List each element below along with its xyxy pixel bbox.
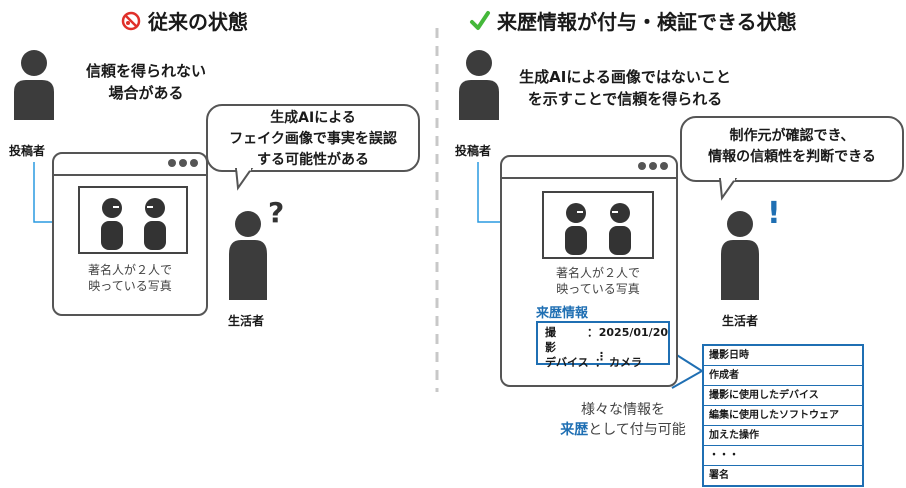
left-poster-figure bbox=[14, 50, 54, 120]
left-poster-message-line: 信頼を得られない bbox=[85, 62, 206, 80]
right-viewer-label: 生活者 bbox=[722, 314, 759, 328]
window-dots bbox=[165, 159, 198, 167]
bubble-line: 生成AIによる bbox=[270, 110, 356, 126]
bubble-line: 制作元が確認でき、 bbox=[729, 128, 855, 144]
provenance-more: ⋮ bbox=[596, 350, 607, 363]
left-viewer-label: 生活者 bbox=[228, 314, 265, 328]
list-item: 署名 bbox=[709, 470, 729, 481]
photo-frame bbox=[542, 191, 654, 259]
provenance-info-list: 撮影日時 作成者 撮影に使用したデバイス 編集に使用したソフトウェア 加えた操作… bbox=[702, 344, 864, 487]
photo-caption: 著名人が２人で 映っている写真 bbox=[524, 265, 672, 297]
right-bubble-tail bbox=[718, 178, 738, 201]
two-people-photo bbox=[101, 198, 166, 250]
right-title-group: 来歴情報が付与・検証できる状態 bbox=[469, 6, 797, 35]
right-poster-message: 生成AIによる画像ではないこと を示すことで信頼を得られる bbox=[500, 66, 750, 110]
window-titlebar bbox=[502, 157, 676, 179]
provenance-key: デバイス bbox=[545, 356, 589, 369]
left-speech-bubble: 生成AIによる フェイク画像で事実を誤認 する可能性がある bbox=[206, 104, 420, 172]
provenance-box: 撮 影 ： 2025/01/20 デバイス ： カメラ ⋮ bbox=[536, 321, 670, 369]
window-titlebar bbox=[54, 154, 206, 176]
list-item: 加えた操作 bbox=[704, 426, 862, 446]
left-title-group: 従来の状態 bbox=[120, 6, 248, 35]
right-viewer-figure bbox=[721, 211, 759, 300]
bubble-line: 情報の信頼性を判断できる bbox=[708, 149, 876, 165]
left-bubble-tail bbox=[234, 168, 254, 191]
photo-caption-line: 映っている写真 bbox=[88, 279, 172, 293]
note-line: 来歴として付与可能 bbox=[548, 420, 698, 440]
left-browser-window: 著名人が２人で 映っている写真 bbox=[52, 152, 208, 316]
list-item: ・・・ bbox=[704, 446, 862, 466]
provenance-sep: ： bbox=[586, 326, 598, 339]
note-rest: として付与可能 bbox=[588, 422, 686, 438]
provenance-sep: ： bbox=[595, 356, 606, 369]
bubble-line: する可能性がある bbox=[257, 152, 369, 168]
no-entry-icon bbox=[121, 11, 141, 30]
bubble-line: フェイク画像で事実を誤認 bbox=[229, 131, 397, 147]
list-item: 撮影日時 bbox=[704, 346, 862, 366]
right-title: 来歴情報が付与・検証できる状態 bbox=[497, 10, 797, 34]
photo-frame bbox=[78, 186, 188, 254]
note-emphasis: 来歴 bbox=[560, 422, 589, 438]
list-item: 作成者 bbox=[704, 366, 862, 386]
photo-caption-line: 映っている写真 bbox=[556, 282, 640, 296]
photo-caption-line: 著名人が２人で bbox=[87, 263, 172, 277]
two-people-photo bbox=[565, 203, 631, 255]
left-viewer-figure bbox=[229, 211, 267, 300]
left-title: 従来の状態 bbox=[148, 10, 248, 34]
right-poster-figure bbox=[459, 50, 499, 120]
right-poster-message-line: 生成AIによる画像ではないこと bbox=[519, 68, 731, 86]
left-poster-label: 投稿者 bbox=[9, 144, 46, 158]
provenance-row: デバイス ： カメラ bbox=[545, 355, 668, 370]
right-browser-window: 著名人が２人で 映っている写真 来歴情報 撮 影 ： 2025/01/20 デバ… bbox=[500, 155, 678, 387]
right-poster-label: 投稿者 bbox=[455, 144, 492, 158]
photo-caption-line: 著名人が２人で bbox=[555, 266, 640, 280]
right-speech-bubble: 制作元が確認でき、 情報の信頼性を判断できる bbox=[680, 116, 904, 182]
exclamation-icon: ! bbox=[767, 196, 781, 231]
provenance-note: 様々な情報を 来歴として付与可能 bbox=[548, 400, 698, 440]
left-poster-message-line: 場合がある bbox=[108, 84, 184, 102]
provenance-value: カメラ bbox=[609, 356, 642, 369]
list-item: 編集に使用したソフトウェア bbox=[704, 406, 862, 426]
provenance-title: 来歴情報 bbox=[536, 306, 589, 321]
photo-caption: 著名人が２人で 映っている写真 bbox=[54, 262, 206, 294]
checkmark-icon bbox=[470, 10, 490, 30]
list-item: 撮影に使用したデバイス bbox=[704, 386, 862, 406]
window-dots bbox=[635, 162, 668, 170]
provenance-row: 撮 影 ： 2025/01/20 bbox=[545, 325, 668, 355]
provenance-key: 撮 影 bbox=[545, 326, 578, 354]
right-poster-message-line: を示すことで信頼を得られる bbox=[527, 90, 723, 108]
provenance-value: 2025/01/20 bbox=[598, 326, 668, 339]
question-mark-icon: ? bbox=[268, 196, 285, 229]
note-line: 様々な情報を bbox=[581, 402, 665, 418]
left-poster-message: 信頼を得られない 場合がある bbox=[66, 60, 226, 104]
